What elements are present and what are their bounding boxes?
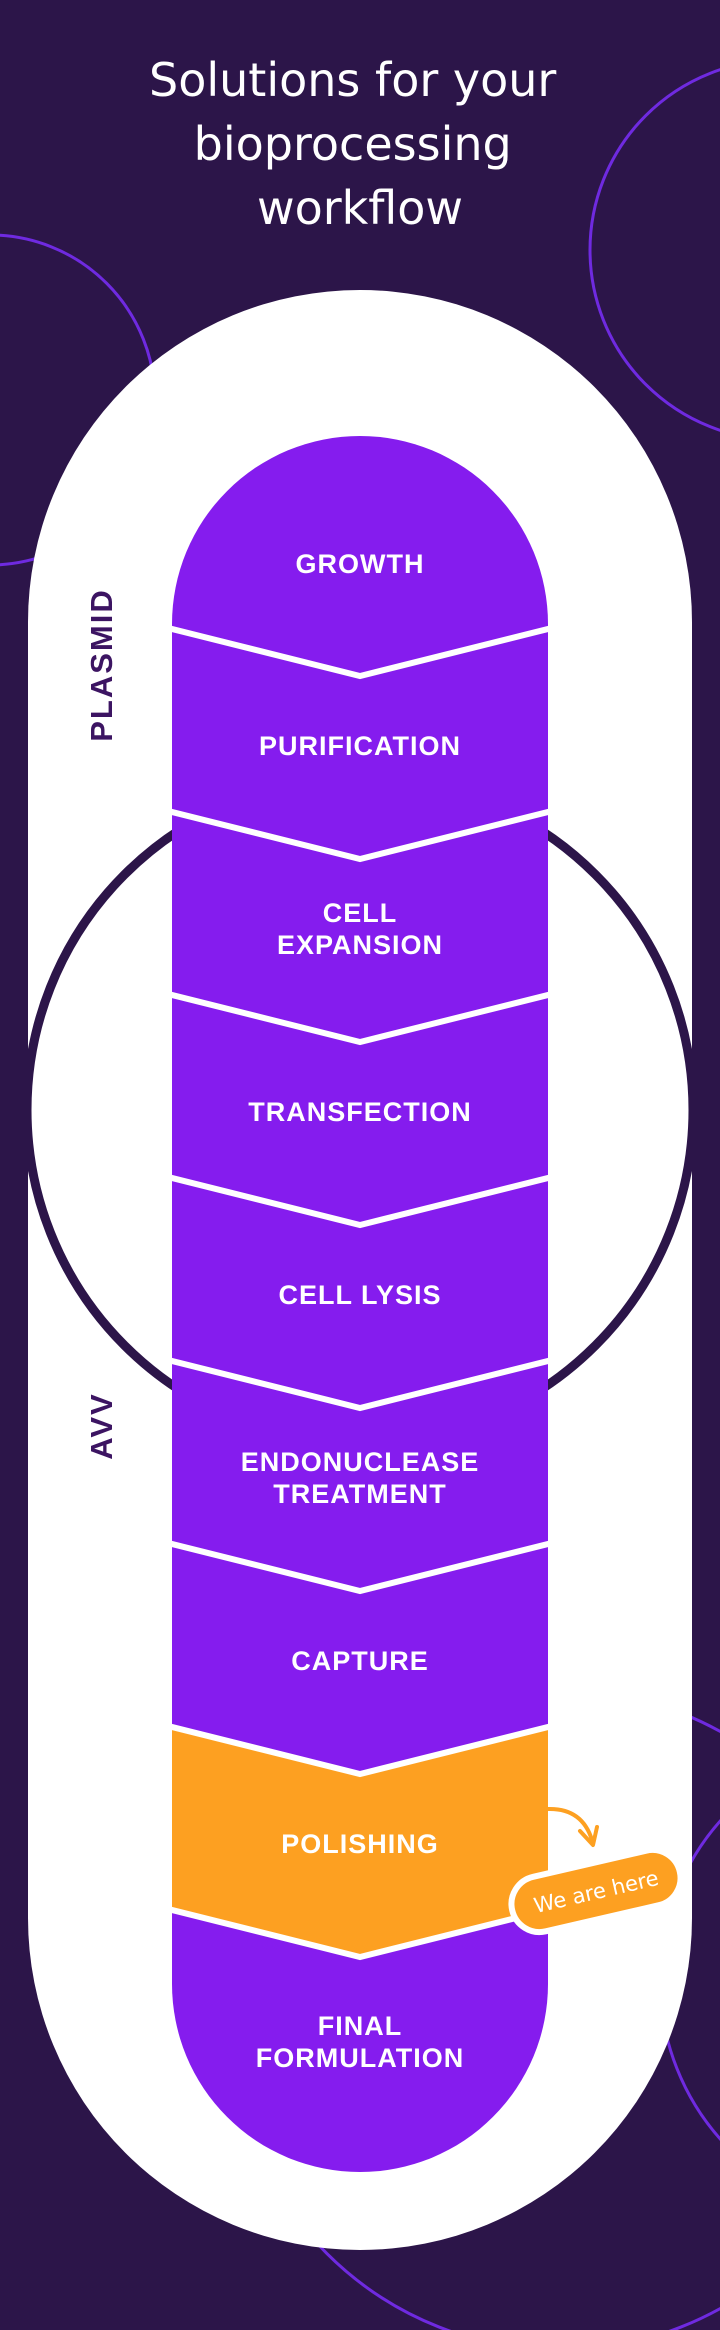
decorative-circle-top-right: [588, 68, 720, 432]
location-marker: We are here: [508, 1806, 684, 1936]
step-label: PURIFICATION: [259, 731, 461, 761]
step-separator: [172, 1723, 548, 1778]
step-label-line: PURIFICATION: [259, 731, 461, 761]
step-separator: [172, 1906, 548, 1961]
step-label: TRANSFECTION: [248, 1097, 472, 1127]
step-label-line: CAPTURE: [291, 1646, 429, 1676]
page-title: Solutions for your bioprocessing workflo…: [149, 53, 571, 235]
step-separator: [172, 1357, 548, 1412]
step-label-line: ENDONUCLEASE: [241, 1447, 480, 1477]
step-label-line: GROWTH: [296, 549, 425, 579]
step-label-line: FINAL: [318, 2011, 402, 2041]
step-label-line: POLISHING: [281, 1829, 439, 1859]
location-badge-body: [508, 1846, 684, 1936]
title-line-1: Solutions for your: [149, 53, 556, 107]
step-label: POLISHING: [281, 1829, 439, 1859]
step-separator: [172, 1174, 548, 1229]
step-label-line: TREATMENT: [273, 1479, 446, 1509]
step-separator: [172, 808, 548, 863]
step-separator: [172, 625, 548, 680]
title-line-2: bioprocessing: [194, 117, 512, 171]
curved-arrow-icon: [546, 1806, 594, 1842]
step-label-line: CELL: [323, 898, 398, 928]
step-separator: [172, 1540, 548, 1595]
step-label: CAPTURE: [291, 1646, 429, 1676]
group-label-avv: AVV: [84, 1392, 119, 1459]
step-label-line: EXPANSION: [277, 930, 443, 960]
group-label-plasmid: PLASMID: [84, 588, 119, 742]
step-label-line: CELL LYSIS: [278, 1280, 441, 1310]
step-separator: [172, 991, 548, 1046]
step-label-line: TRANSFECTION: [248, 1097, 472, 1127]
step-highlight-band: [172, 1726, 548, 1957]
title-line-3: workflow: [257, 181, 463, 235]
location-badge: We are here: [508, 1846, 684, 1936]
step-label: CELL LYSIS: [278, 1280, 441, 1310]
step-label-line: FORMULATION: [256, 2043, 464, 2073]
process-column-body: [172, 436, 548, 2172]
step-label: GROWTH: [296, 549, 425, 579]
curved-arrow-head-icon: [578, 1825, 599, 1847]
